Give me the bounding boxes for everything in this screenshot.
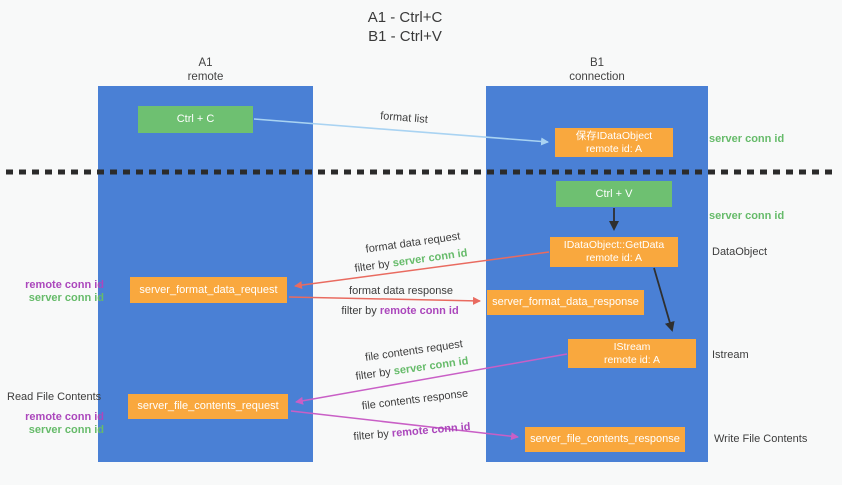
node-server-format-data-response: server_format_data_response — [487, 290, 644, 315]
node-file-response-label: server_file_contents_response — [530, 433, 680, 445]
node-istream-line1: IStream — [613, 340, 651, 353]
node-server-file-contents-response: server_file_contents_response — [525, 427, 685, 452]
right-column-subtitle: connection — [569, 71, 625, 83]
label-read-file-contents: Read File Contents — [7, 391, 102, 403]
label-istream: Istream — [712, 349, 749, 361]
node-getdata-line2: remote id: A — [585, 252, 643, 264]
node-save-idataobject: 保存IDataObject remote id: A — [555, 128, 673, 157]
label-dataobject: DataObject — [712, 246, 768, 258]
node-ctrl-c-label: Ctrl + C — [176, 113, 215, 125]
title-line-1: A1 - Ctrl+C — [367, 9, 443, 26]
left-column-title: A1 — [198, 57, 213, 69]
format-data-request-arrow — [294, 251, 550, 290]
filter-by-text: filter by — [341, 305, 377, 317]
label-remote-conn-id-lower: remote conn id — [25, 411, 104, 423]
file-contents-request-arrow — [295, 353, 568, 405]
node-ctrl-v-label: Ctrl + V — [595, 187, 633, 200]
node-istream: IStream remote id: A — [568, 339, 696, 368]
node-ctrl-c: Ctrl + C — [138, 106, 253, 133]
label-server-conn-id-mid: server conn id — [709, 210, 785, 222]
format-list-arrow — [253, 118, 549, 146]
left-column-header: A1 remote — [98, 56, 313, 84]
node-istream-line2: remote id: A — [603, 353, 661, 366]
node-idataobject-getdata: IDataObject::GetData remote id: A — [550, 237, 678, 267]
node-file-request-label: server_file_contents_request — [137, 400, 279, 412]
label-filter-by-remote-conn-id-1: filter by remote conn id — [341, 305, 458, 317]
diagram-title: A1 - Ctrl+C B1 - Ctrl+V — [0, 8, 810, 46]
node-format-request-label: server_format_data_request — [139, 283, 278, 296]
title-line-2: B1 - Ctrl+V — [368, 28, 442, 45]
label-server-conn-id-top: server conn id — [709, 133, 785, 145]
getdata-to-istream-arrow — [653, 267, 675, 332]
label-remote-conn-id-upper: remote conn id — [25, 279, 104, 291]
label-write-file-contents: Write File Contents — [714, 433, 808, 445]
right-column-header: B1 connection — [486, 56, 708, 84]
format-data-response-arrow — [288, 296, 481, 305]
remote-conn-id-text: remote conn id — [379, 305, 459, 317]
label-server-conn-id-upper-left: server conn id — [28, 292, 104, 304]
right-column-title: B1 — [589, 57, 605, 69]
label-format-data-response: format data response — [349, 285, 453, 297]
node-server-format-data-request: server_format_data_request — [130, 277, 287, 303]
file-contents-response-arrow — [290, 410, 519, 441]
node-save-idataobject-line1: 保存IDataObject — [575, 129, 653, 142]
left-column-subtitle: remote — [187, 71, 224, 83]
node-getdata-line1: IDataObject::GetData — [563, 239, 665, 251]
label-server-conn-id-lower: server conn id — [28, 424, 104, 436]
node-format-response-label: server_format_data_response — [492, 296, 639, 308]
node-server-file-contents-request: server_file_contents_request — [128, 394, 288, 419]
node-ctrl-v: Ctrl + V — [556, 181, 672, 207]
node-save-idataobject-line2: remote id: A — [585, 142, 643, 155]
